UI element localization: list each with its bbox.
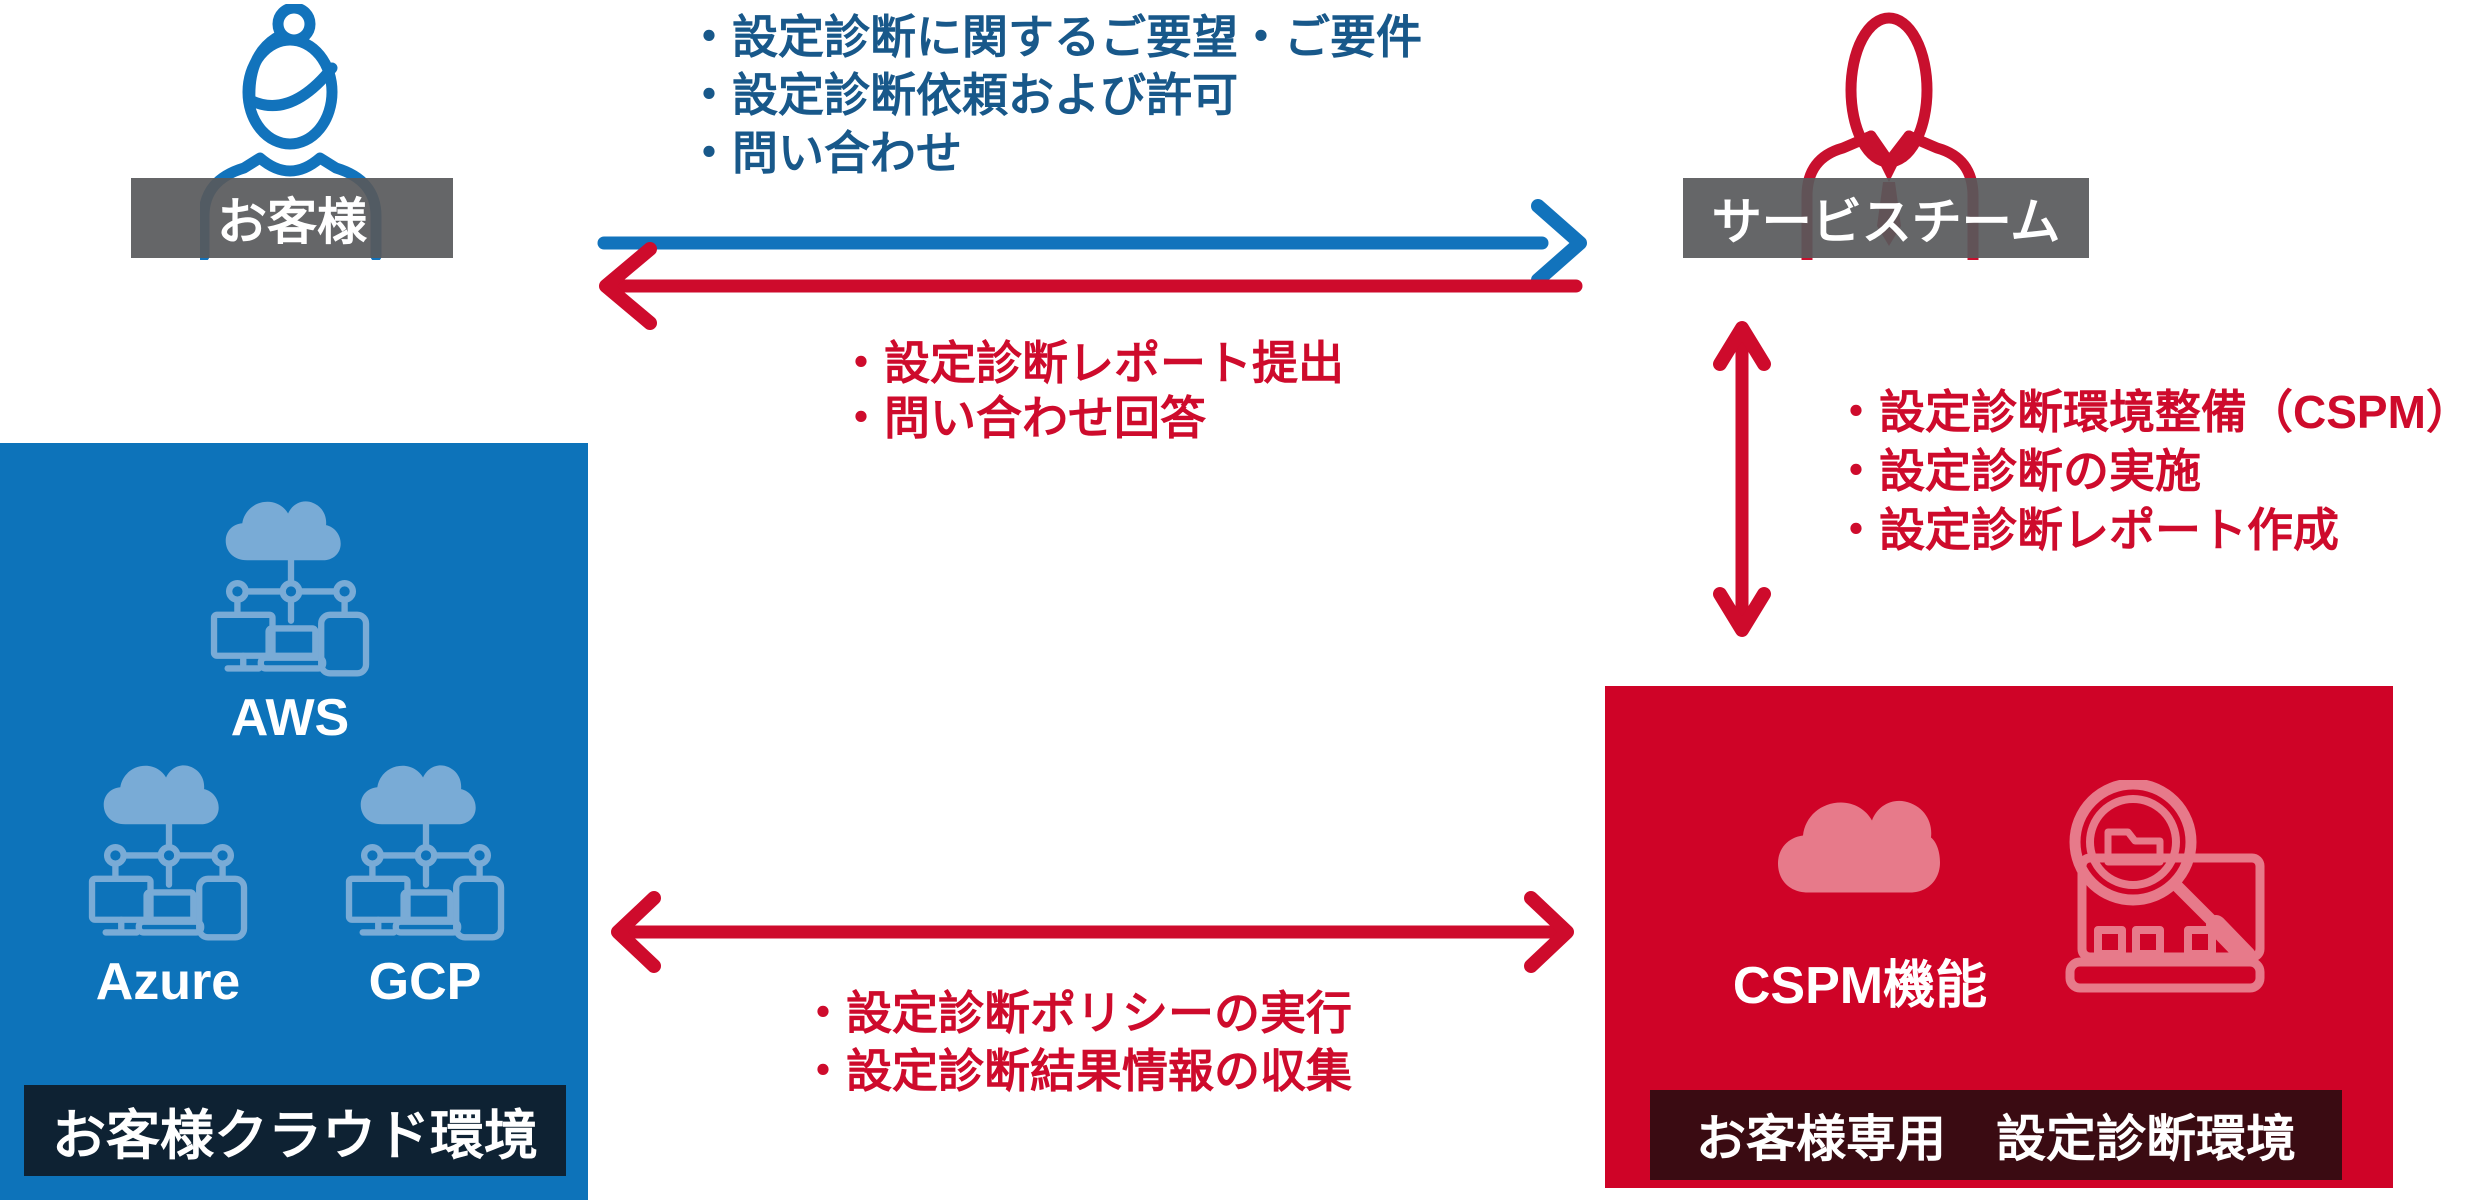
- customer-cloud-caption-text: お客様クラウド環境: [52, 1106, 538, 1166]
- note-line: ・設定診断ポリシーの実行: [800, 987, 1352, 1039]
- cspm-to-cloud-notes: ・設定診断ポリシーの実行 ・設定診断結果情報の収集: [800, 984, 1352, 1100]
- cspm-environment-caption: お客様専用 設定診断環境: [1650, 1090, 2342, 1180]
- note-line: ・問い合わせ: [686, 127, 962, 179]
- service-team-label: サービスチーム: [1683, 178, 2089, 258]
- arrow-right-blue: [597, 199, 1587, 330]
- cloud-network-icon: [88, 765, 248, 941]
- cspm-function-label: CSPM機能: [1710, 943, 2010, 1018]
- customer-cloud-caption: お客様クラウド環境: [24, 1085, 566, 1176]
- service-team-label-text: サービスチーム: [1711, 194, 2061, 250]
- customer-to-service-notes: ・設定診断に関するご要望・ご要件 ・設定診断依頼および許可 ・問い合わせ: [686, 8, 1422, 182]
- note-line: ・設定診断に関するご要望・ご要件: [686, 11, 1422, 63]
- provider-name: AWS: [230, 689, 350, 747]
- note-line: ・設定診断レポート作成: [1833, 504, 2339, 556]
- service-team-task-notes: ・設定診断環境整備（CSPM） ・設定診断の実施 ・設定診断レポート作成: [1833, 383, 2472, 560]
- service-to-customer-notes: ・設定診断レポート提出 ・問い合わせ回答: [838, 336, 1344, 446]
- magnifier-folder-icon: [2065, 780, 2265, 993]
- note-line: ・設定診断結果情報の収集: [800, 1045, 1352, 1097]
- cspm-environment-caption-text: お客様専用 設定診断環境: [1696, 1111, 2296, 1167]
- cloud-network-icon: [345, 765, 505, 941]
- note-line: ・設定診断依頼および許可: [686, 69, 1238, 121]
- provider-label-gcp: GCP: [325, 952, 525, 1012]
- provider-name: Azure: [95, 953, 241, 1011]
- provider-name: GCP: [368, 953, 482, 1011]
- note-line: ・設定診断レポート提出: [838, 337, 1344, 389]
- arrow-horizontal-red: [611, 891, 1574, 973]
- note-line: ・設定診断の実施: [1833, 445, 2201, 497]
- customer-label-text: お客様: [217, 194, 367, 250]
- cloud-icon: [1778, 800, 1940, 893]
- customer-label: お客様: [131, 178, 453, 258]
- note-line: ・設定診断環境整備（CSPM）: [1833, 386, 2472, 438]
- provider-label-aws: AWS: [190, 688, 390, 748]
- note-line: ・問い合わせ回答: [838, 392, 1206, 444]
- cloud-network-icon: [210, 501, 370, 677]
- provider-label-azure: Azure: [68, 952, 268, 1012]
- cspm-function-text: CSPM機能: [1732, 957, 1988, 1015]
- arrow-vertical-red: [1713, 321, 1771, 637]
